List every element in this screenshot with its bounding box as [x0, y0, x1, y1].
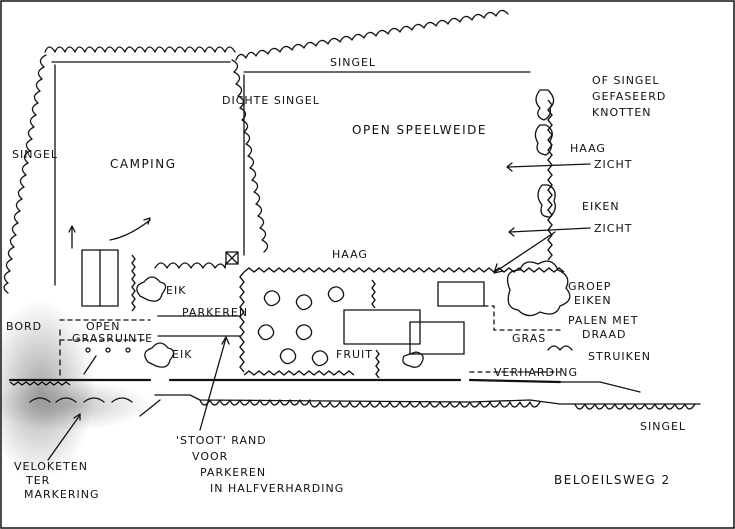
- buildings: [343, 281, 485, 368]
- label-stoot-4: IN HALFVERHARDING: [210, 482, 344, 495]
- label-parkeren: PARKEREN: [182, 306, 248, 319]
- label-eik-2: EIK: [172, 348, 192, 361]
- label-bord: BORD: [6, 320, 42, 333]
- groep-eiken-tree: [506, 260, 571, 317]
- label-gefaseerd: GEFASEERD: [592, 90, 666, 103]
- label-of-singel: OF SINGEL: [592, 74, 660, 87]
- label-palen-1: PALEN MET: [568, 314, 638, 327]
- camping-bottom-hedge: [154, 261, 227, 269]
- label-velo-2: TER: [25, 474, 50, 487]
- fruit-trees: [257, 286, 345, 367]
- haag-arrow: [494, 231, 556, 273]
- shrub-near-building: [402, 351, 424, 368]
- bord-marker: [225, 251, 239, 265]
- zicht-arrows: [506, 162, 591, 237]
- label-stoot-3: PARKEREN: [200, 466, 266, 479]
- label-gras: GRAS: [512, 332, 546, 345]
- label-velo-1: VELOKETEN: [14, 460, 88, 473]
- label-open-2: GRASRUINTE: [72, 332, 153, 345]
- building-annex: [409, 321, 465, 355]
- gras-boundary: [483, 305, 561, 331]
- label-camping: CAMPING: [110, 157, 177, 171]
- label-groep-eiken-1: GROEP: [568, 280, 611, 293]
- shaded-area-2: [0, 380, 150, 430]
- parking-lines: [136, 276, 241, 368]
- tree-1: [535, 89, 555, 121]
- label-stoot-2: VOOR: [192, 450, 228, 463]
- singel-left-hedge: [3, 54, 56, 294]
- stoot-arrow: [199, 337, 227, 431]
- label-haag-right: HAAG: [570, 142, 606, 155]
- label-verharding: VERHARDING: [494, 366, 578, 379]
- label-knotten: KNOTTEN: [592, 106, 652, 119]
- main-haag: [239, 267, 565, 379]
- tree-2: [534, 124, 553, 156]
- open-gras-dots: [83, 347, 131, 375]
- building-main: [343, 309, 421, 345]
- label-struiken: STRUIKEN: [588, 350, 651, 363]
- struiken-shrubs: [547, 345, 573, 351]
- label-eiken: EIKEN: [582, 200, 620, 213]
- label-eik-1: EIK: [166, 284, 186, 297]
- label-zicht-1: ZICHT: [594, 158, 632, 171]
- label-singel-top: SINGEL: [330, 56, 376, 69]
- label-groep-eiken-2: EIKEN: [574, 294, 612, 307]
- label-stoot-1: 'STOOT' RAND: [176, 434, 267, 447]
- label-open-1: OPEN: [86, 320, 120, 333]
- label-zicht-2: ZICHT: [594, 222, 632, 235]
- tree-3: [537, 184, 556, 218]
- singel-top-hedge: [44, 9, 531, 73]
- building-small: [437, 281, 485, 307]
- velo-chain-markers: [29, 397, 133, 461]
- label-address: BELOEILSWEG 2: [554, 473, 671, 487]
- open-gras-area: [59, 319, 151, 341]
- dichte-singel-hedge: [225, 59, 269, 265]
- bottom-road: [8, 329, 701, 417]
- label-velo-3: MARKERING: [24, 488, 99, 501]
- eik-tree-1: [136, 276, 167, 302]
- label-dichte-singel-1: DICHTE SINGEL: [222, 94, 320, 107]
- label-singel-left: SINGEL: [12, 148, 58, 161]
- label-fruit: FRUIT: [336, 348, 373, 361]
- right-haag: [534, 89, 556, 261]
- camping-area: [68, 217, 151, 312]
- label-open-speelweide: OPEN SPEELWEIDE: [352, 123, 487, 137]
- singel-bottom-hedge: [199, 399, 696, 410]
- label-singel-bottom: SINGEL: [640, 420, 686, 433]
- label-haag-mid: HAAG: [332, 248, 368, 261]
- label-palen-2: DRAAD: [582, 328, 627, 341]
- eik-tree-2: [144, 342, 175, 368]
